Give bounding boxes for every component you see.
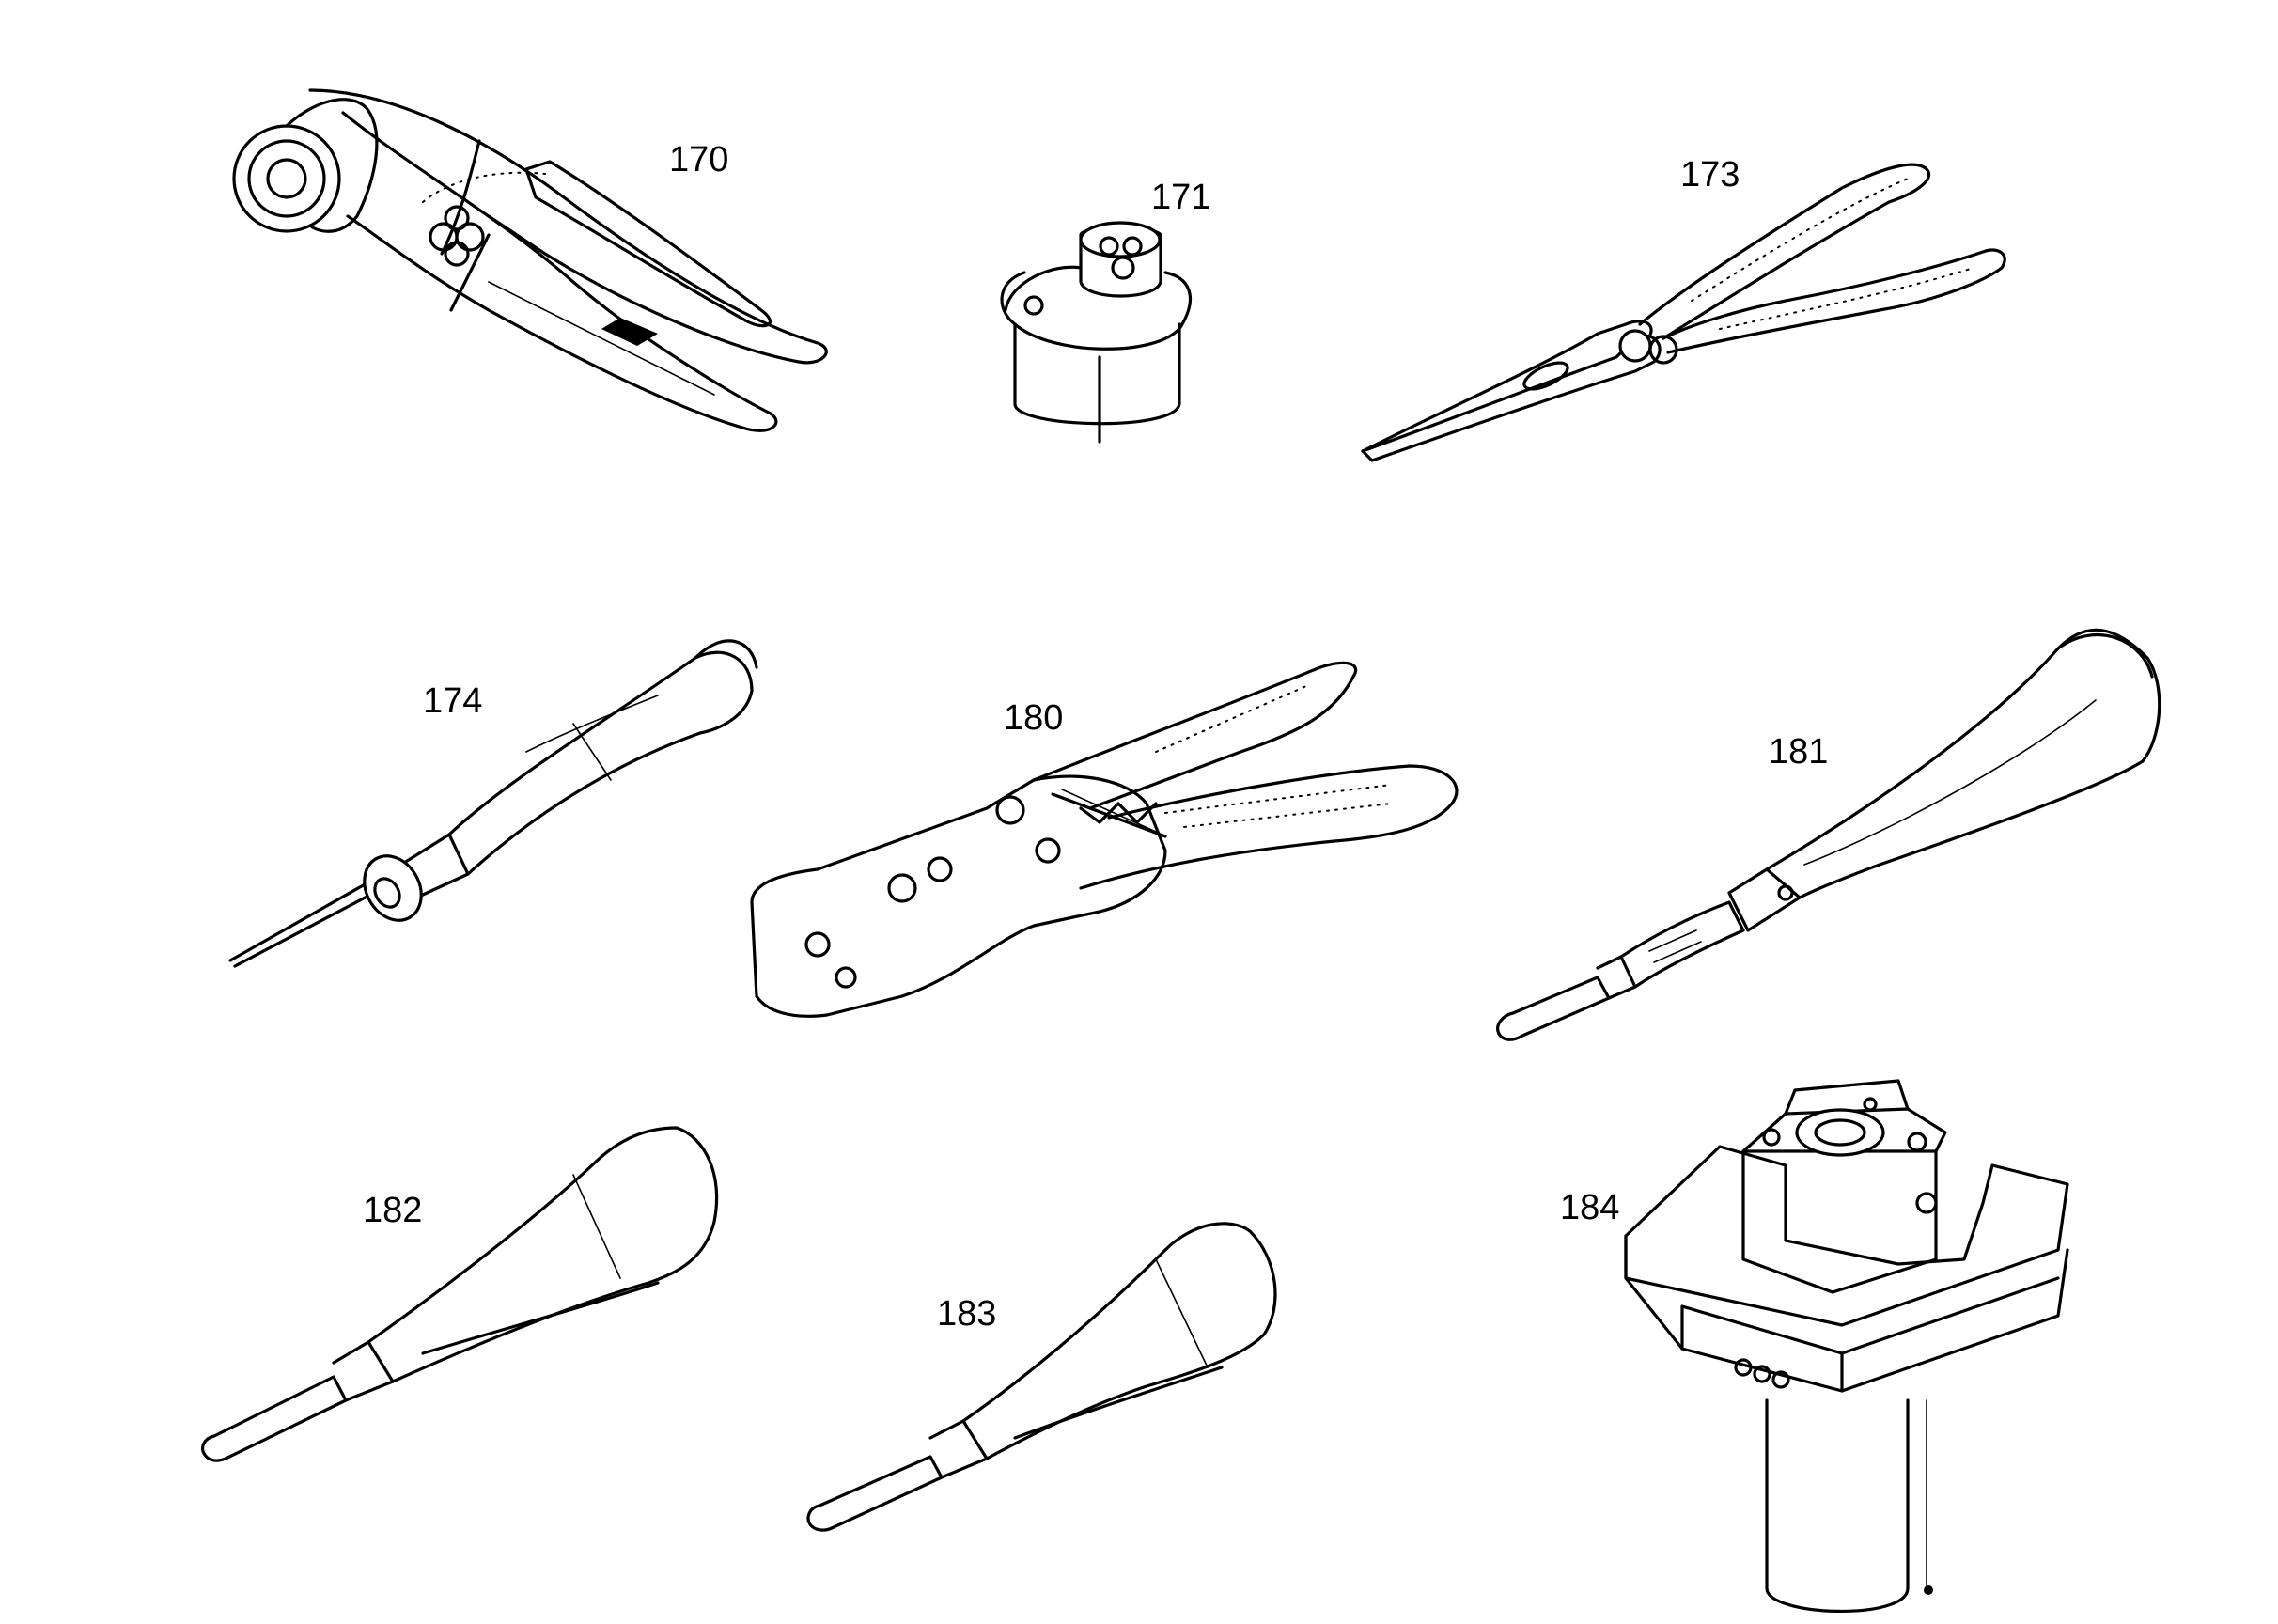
crimp-fixture-icon [1624,1079,2069,1613]
tool-label-170: 170 [669,140,728,180]
insertion-tool-icon [201,1126,719,1462]
extraction-tool-icon [1496,628,2161,1041]
tool-label-181: 181 [1769,732,1828,772]
tool-label-183: 183 [937,1294,996,1334]
hand-crimp-tool-icon [750,661,1459,1018]
removal-tool-icon [228,639,758,968]
tool-label-182: 182 [363,1191,422,1230]
tool-label-173: 173 [1680,155,1740,195]
pliers-icon [1361,163,2006,462]
positioner-icon [1000,221,1192,444]
crimp-tool-icon [232,88,828,432]
tool-label-171: 171 [1151,178,1210,217]
insertion-tool-icon [806,1222,1277,1532]
tool-label-174: 174 [423,681,482,721]
tool-label-180: 180 [1004,698,1063,738]
tool-label-184: 184 [1560,1188,1619,1227]
